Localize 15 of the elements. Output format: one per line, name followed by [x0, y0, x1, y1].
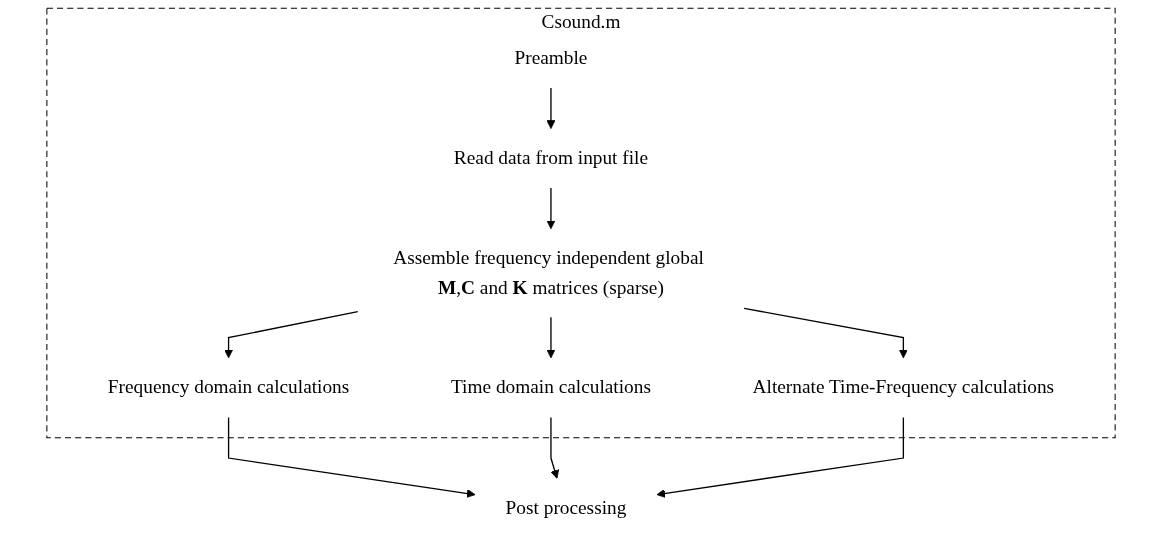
- arrow: [224, 311, 359, 359]
- node-text: Preamble: [514, 46, 588, 69]
- arrow: [546, 316, 556, 359]
- node-text: Frequency domain calculations: [107, 376, 350, 398]
- arrow: [743, 307, 908, 359]
- node-text: Assemble frequency independent global M,C and K matrices (sparse): [393, 247, 704, 298]
- node-text: Read data from input file: [453, 146, 649, 169]
- arrow: [546, 87, 556, 130]
- arrow: [227, 416, 476, 498]
- arrow: [550, 416, 559, 479]
- node-text: Time domain calculations: [450, 376, 651, 398]
- node-text: Alternate Time-Frequency calculations: [752, 376, 1055, 398]
- arrow: [656, 416, 905, 498]
- arrow: [546, 187, 556, 230]
- node-text: Post processing: [505, 496, 627, 519]
